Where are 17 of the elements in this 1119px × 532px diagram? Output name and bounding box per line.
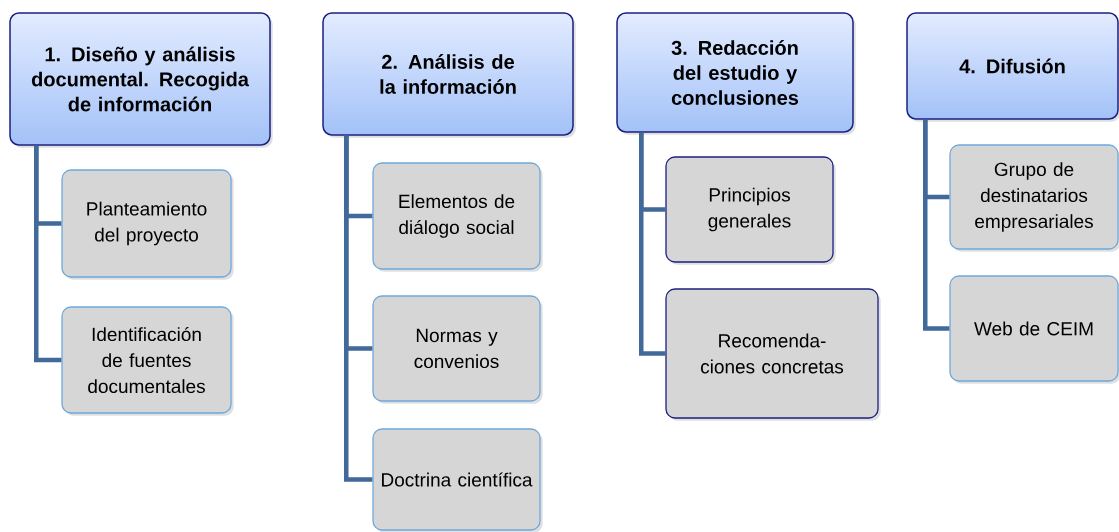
item-box: Recomenda- ciones concretas bbox=[665, 288, 881, 421]
heading-box: 2. Análisis de la información bbox=[322, 12, 576, 138]
connector-line bbox=[344, 135, 373, 482]
item-box: Planteamiento del proyecto bbox=[61, 169, 234, 280]
heading-box: 1. Diseño y análisis documental. Recogida de información bbox=[9, 12, 273, 148]
item-box: Principios generales bbox=[665, 156, 836, 265]
item-box: Web de CEIM bbox=[949, 275, 1119, 384]
connector-line bbox=[923, 119, 950, 331]
item-box: Doctrina científica bbox=[372, 428, 543, 532]
connector-line bbox=[639, 132, 666, 356]
item-box: Identificación de fuentes documentales bbox=[61, 306, 234, 416]
connector-line bbox=[34, 145, 62, 363]
heading-box: 4. Difusión bbox=[906, 12, 1119, 122]
heading-box: 3. Redacción del estudio y conclusiones bbox=[616, 12, 856, 135]
item-box: Elementos de diálogo social bbox=[372, 162, 543, 272]
item-box: Grupo de destinatarios empresariales bbox=[949, 144, 1119, 252]
item-box: Normas y convenios bbox=[372, 295, 543, 404]
